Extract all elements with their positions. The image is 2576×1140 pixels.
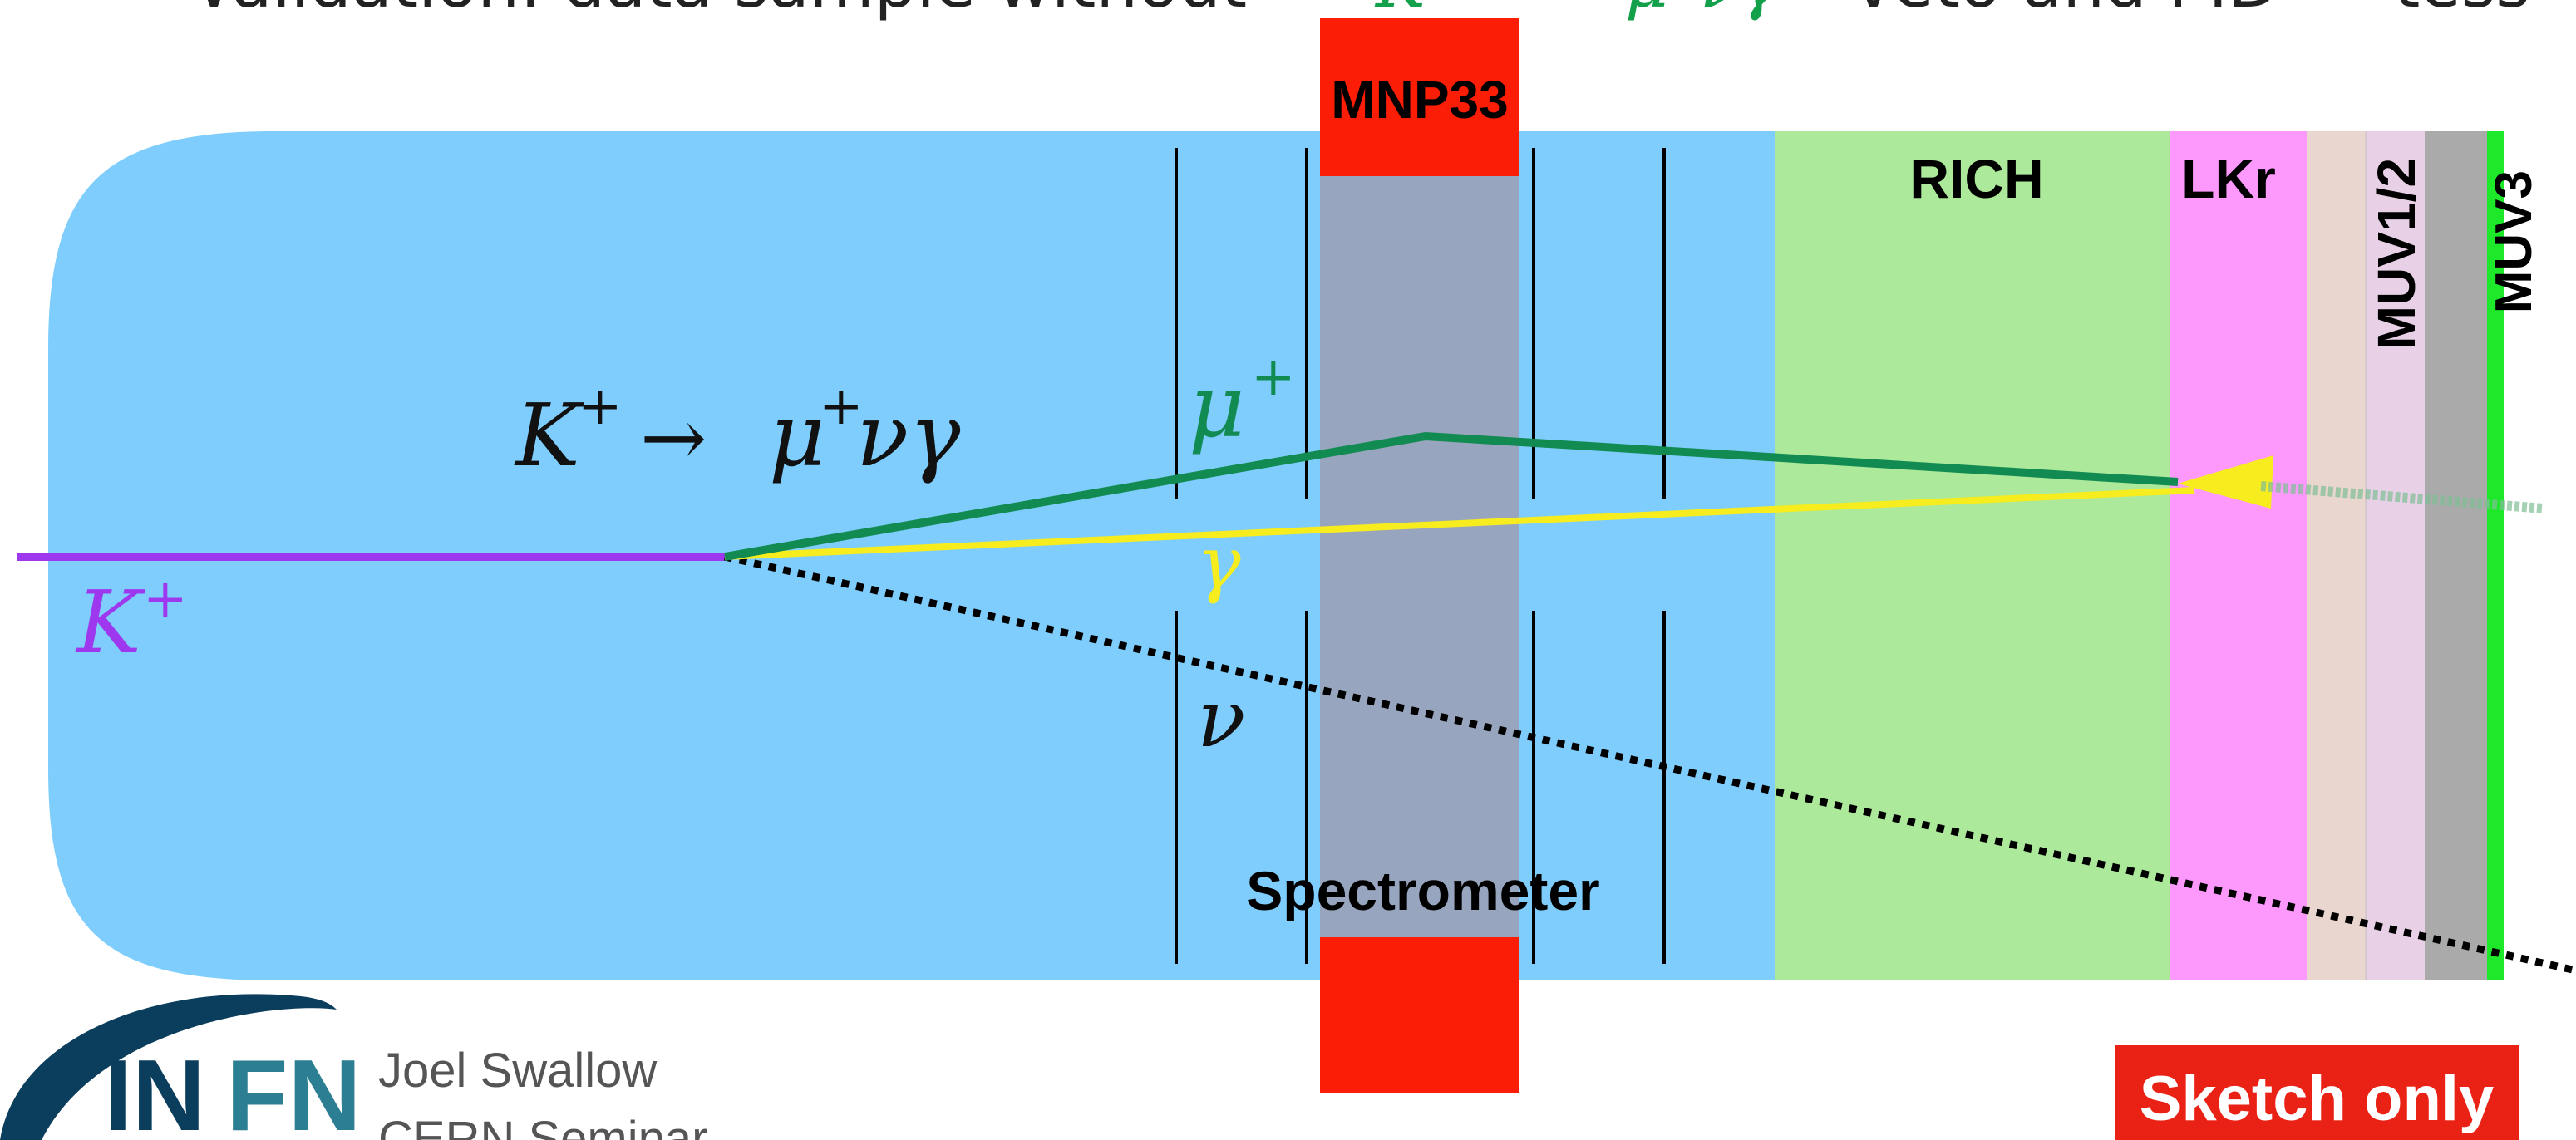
infn-logo: IN FN	[0, 994, 362, 1140]
decay-formula: K + → μ + νγ	[514, 376, 961, 486]
photon-arrowhead	[2178, 455, 2273, 509]
infn-logo-text-in: IN	[104, 1039, 205, 1140]
neutrino-label: ν	[1197, 672, 1245, 765]
event-name: CERN Seminar	[378, 1112, 707, 1140]
kaon-label: K	[75, 572, 145, 673]
photon-shower	[2260, 481, 2544, 513]
muv-gray-detector	[2425, 131, 2487, 980]
neutrino-track	[724, 553, 2576, 975]
magnet-body	[1320, 131, 1519, 980]
decay-rest: νγ	[856, 385, 961, 486]
muv3-detector	[2487, 131, 2504, 980]
spectrometer-label: Spectrometer	[1246, 860, 1600, 921]
kaon-label-sup: +	[143, 568, 188, 630]
header-formula-rest: νγ	[1700, 0, 1781, 22]
decay-k: K	[514, 385, 584, 486]
decay-arrow: →	[640, 391, 707, 484]
muv1-detector	[2307, 131, 2367, 980]
magnet-label: MNP33	[1331, 70, 1508, 130]
photon-label: γ	[1197, 520, 1241, 606]
infn-logo-arc	[0, 994, 337, 1140]
magnet-yoke-top	[1320, 18, 1519, 176]
header-text-after: veto and PID	[1854, 0, 2279, 22]
lkr-detector	[2170, 131, 2307, 980]
muon-track	[724, 431, 2179, 561]
muv3-label: MUV3	[2485, 170, 2543, 313]
rich-label: RICH	[1909, 148, 2043, 209]
muv2-detector	[2367, 131, 2425, 980]
decay-k-sup: +	[578, 376, 623, 437]
muon-label: μ	[1189, 356, 1245, 457]
photon-track	[724, 487, 2195, 560]
decay-mu-sup: +	[819, 376, 864, 437]
muon-label-sup: +	[1251, 346, 1296, 408]
lkr-label: LKr	[2181, 148, 2276, 209]
sketch-only-label: Sketch only	[2140, 1064, 2495, 1134]
header-bullet: • Validation: data sample without K + → …	[125, 0, 2530, 22]
bullet-point: •	[125, 0, 164, 22]
sketch-only-badge	[2115, 1045, 2519, 1140]
muv12-label: MUV1/2	[2367, 158, 2426, 350]
magnet-yoke-bottom	[1320, 937, 1519, 1093]
header-formula-mu: μ	[1625, 0, 1668, 22]
header-text-before: Validation: data sample without	[191, 0, 1247, 22]
rich-detector	[1775, 131, 2170, 980]
decay-mu: μ	[769, 385, 825, 486]
header-text-tail: tess	[2394, 0, 2530, 22]
speaker-name: Joel Swallow	[378, 1044, 658, 1098]
infn-logo-text-fn: FN	[226, 1039, 362, 1140]
